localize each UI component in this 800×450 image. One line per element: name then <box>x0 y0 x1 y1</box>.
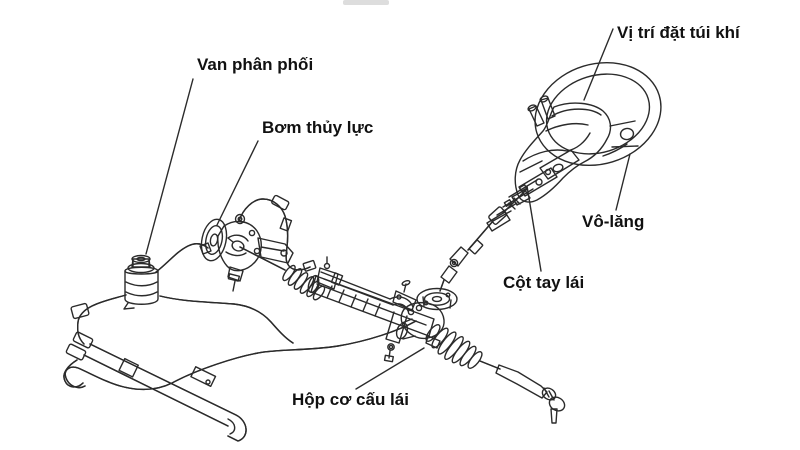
reservoir <box>123 254 159 310</box>
leader-lines <box>145 28 631 390</box>
left-tie-rod <box>227 237 286 271</box>
leader-cot-tay-lai <box>526 185 542 272</box>
label-cot-tay-lai: Cột tay lái <box>503 273 585 292</box>
leader-vo-lang <box>615 153 631 211</box>
column-housing <box>486 95 612 232</box>
label-vi-tri-dat-tui-khi: Vị trí đặt túi khí <box>617 23 740 42</box>
leader-bom-thuy-luc <box>216 140 259 226</box>
valve-and-pinion <box>392 279 458 349</box>
wiper-stalk <box>528 105 545 127</box>
leader-hop-co-cau-lai <box>355 347 425 390</box>
steering-wheel <box>534 61 662 167</box>
turn-signal-stalk <box>540 97 556 120</box>
watermark-smudge <box>343 0 389 5</box>
steering-rack <box>282 256 435 363</box>
leader-van-phan-phoi <box>145 78 194 255</box>
label-bom-thuy-luc: Bơm thủy lực <box>262 118 374 137</box>
label-vo-lang: Vô-lăng <box>582 212 645 231</box>
pump <box>199 213 294 292</box>
right-bellows-tie-rod <box>425 324 566 424</box>
return-hoses <box>64 294 417 391</box>
label-hop-co-cau-lai: Hộp cơ cấu lái <box>292 390 409 409</box>
label-van-phan-phoi: Van phân phối <box>197 55 314 74</box>
cooler-pipes <box>63 331 247 442</box>
leader-vi-tri-dat-tui-khi <box>583 28 614 101</box>
pressure-hose <box>238 194 317 272</box>
